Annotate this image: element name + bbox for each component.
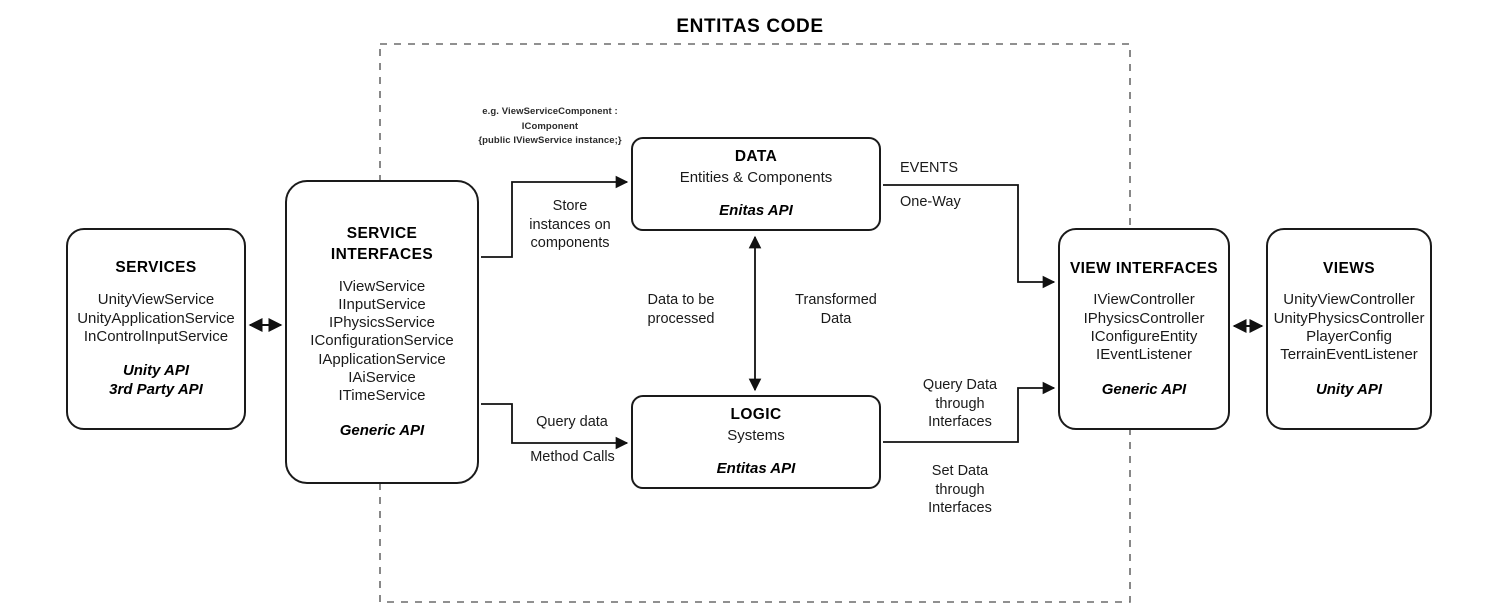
list-item: IInputService (338, 295, 426, 313)
node-logic-api: Entitas API (717, 460, 796, 479)
list-item: ITimeService (338, 387, 426, 405)
list-item: InControlInputService (83, 327, 229, 345)
node-services-title: SERVICES (115, 259, 197, 277)
list-item: IViewController (1093, 291, 1195, 309)
edge-label-events: EVENTS (900, 160, 959, 176)
api-line: Unity API (1315, 380, 1383, 398)
node-services[interactable]: SERVICES UnityViewService UnityApplicati… (66, 228, 246, 430)
list-item: UnityViewService (97, 291, 215, 309)
list-item: UnityPhysicsController (1273, 309, 1425, 327)
node-data[interactable]: DATA Entities & Components Enitas API (631, 137, 881, 231)
api-line: Generic API (339, 421, 425, 439)
list-item: TerrainEventListener (1280, 346, 1418, 364)
api-line: 3rd Party API (109, 380, 203, 398)
node-service-interfaces[interactable]: SERVICE INTERFACES IViewService IInputSe… (285, 180, 479, 484)
list-item: IConfigurationService (310, 332, 454, 350)
node-views-items: UnityViewController UnityPhysicsControll… (1274, 291, 1425, 364)
node-view-interfaces-api: Generic API (1102, 381, 1186, 400)
page-title: ENTITAS CODE (676, 16, 824, 37)
node-service-interfaces-api: Generic API (340, 422, 424, 441)
list-item: UnityViewController (1283, 291, 1415, 309)
node-view-interfaces-title: VIEW INTERFACES (1069, 259, 1219, 277)
node-view-interfaces[interactable]: VIEW INTERFACES IViewController IPhysics… (1058, 228, 1230, 430)
list-item: IAiService (348, 368, 416, 386)
node-views-title: VIEWS (1323, 259, 1375, 277)
node-logic-subtitle: Systems (727, 426, 785, 444)
edge-label-store-instances: Store instances on components (529, 198, 611, 252)
edge-label-transformed-data: Transformed Data (795, 292, 877, 327)
list-item: IApplicationService (318, 350, 446, 368)
list-item: IViewService (338, 277, 426, 295)
edge-label-query-through-interfaces: Query Data through Interfaces (922, 377, 998, 431)
api-line: Entitas API (716, 460, 796, 478)
edge-label-set-through-interfaces: Set Data through Interfaces (928, 463, 992, 517)
list-item: IConfigureEntity (1090, 328, 1198, 346)
list-item: IPhysicsController (1083, 309, 1205, 327)
node-logic[interactable]: LOGIC Systems Entitas API (631, 395, 881, 489)
node-service-interfaces-items: IViewService IInputService IPhysicsServi… (310, 278, 453, 406)
api-line: Enitas API (719, 202, 793, 220)
api-line: Generic API (1101, 380, 1187, 398)
edge-label-component-note: e.g. ViewServiceComponent : IComponent {… (478, 106, 622, 147)
list-item: PlayerConfig (1306, 328, 1392, 346)
node-views-api: Unity API (1316, 381, 1382, 400)
edge-label-data-to-be-processed: Data to be processed (647, 292, 715, 327)
node-logic-title: LOGIC (730, 406, 782, 424)
list-item: UnityApplicationService (77, 309, 235, 327)
list-item: IEventListener (1096, 346, 1192, 364)
edge-label-method-calls: Method Calls (530, 449, 615, 465)
api-line: Unity API (122, 362, 190, 380)
node-service-interfaces-title: SERVICE INTERFACES (330, 224, 434, 263)
node-data-title: DATA (734, 148, 778, 166)
node-services-items: UnityViewService UnityApplicationService… (77, 291, 235, 346)
edge-label-one-way: One-Way (900, 194, 961, 210)
edge-label-query-data: Query data (536, 414, 608, 430)
node-services-api: Unity API 3rd Party API (109, 362, 203, 400)
node-data-api: Enitas API (719, 202, 793, 221)
node-data-subtitle: Entities & Components (679, 168, 833, 186)
node-views[interactable]: VIEWS UnityViewController UnityPhysicsCo… (1266, 228, 1432, 430)
node-view-interfaces-items: IViewController IPhysicsController IConf… (1084, 291, 1205, 364)
list-item: IPhysicsService (329, 314, 435, 332)
